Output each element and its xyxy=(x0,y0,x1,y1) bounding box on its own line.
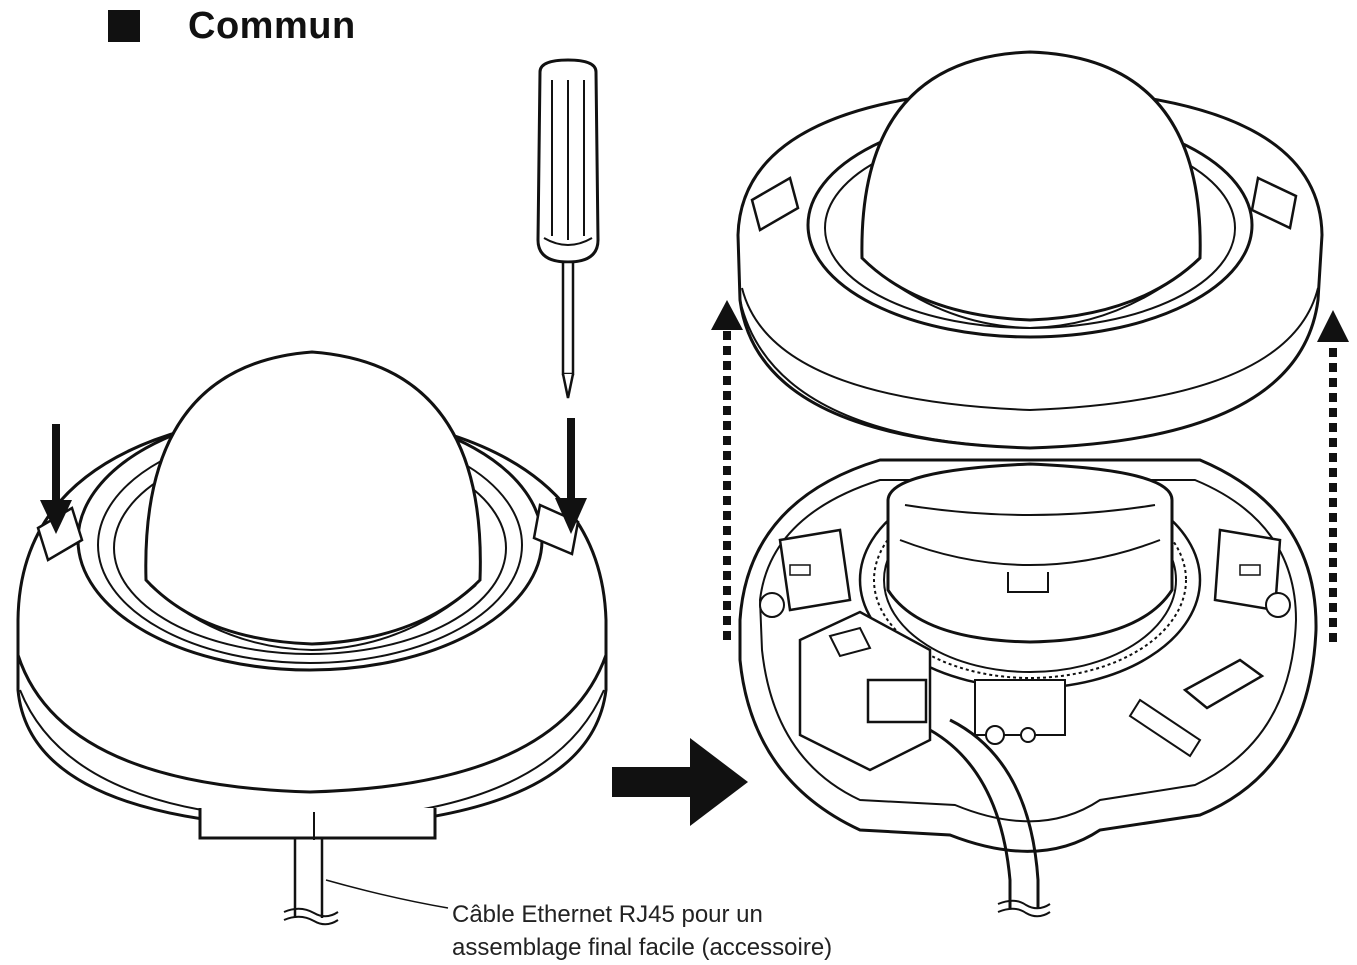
screwdriver-icon xyxy=(536,58,600,399)
section-heading: Commun xyxy=(108,4,356,48)
arrow-down-icon xyxy=(555,418,587,534)
arrow-down-icon xyxy=(40,424,72,534)
callout-leader-line xyxy=(325,879,449,909)
cable-callout: Câble Ethernet RJ45 pour un assemblage f… xyxy=(452,898,832,964)
camera-base-interior xyxy=(738,458,1318,918)
square-bullet-icon xyxy=(108,10,140,42)
callout-line-1: Câble Ethernet RJ45 pour un xyxy=(452,901,763,928)
dotted-arrow-up-icon xyxy=(711,300,743,640)
dotted-arrow-up-icon xyxy=(1317,310,1349,642)
callout-line-2: assemblage final facile (accessoire) xyxy=(452,934,833,961)
arrow-right-icon xyxy=(612,738,748,826)
assembled-dome-camera xyxy=(16,350,608,926)
lifted-dome-cover xyxy=(736,50,1324,450)
section-title: Commun xyxy=(188,4,356,47)
